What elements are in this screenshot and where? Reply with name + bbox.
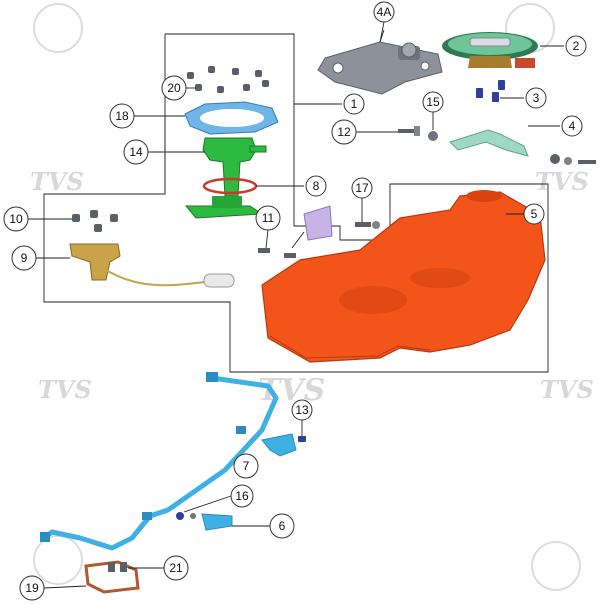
bolts-11: [258, 231, 305, 258]
callout-3: 3: [525, 87, 547, 109]
fuel-level-sensor-9: [69, 243, 235, 288]
svg-text:7: 7: [243, 459, 250, 473]
callout-19: 19: [19, 575, 45, 601]
svg-text:11: 11: [262, 211, 275, 225]
callout-15: 15: [422, 91, 444, 113]
callout-17: 17: [351, 177, 373, 199]
callout-11: 11: [255, 205, 281, 231]
svg-text:2: 2: [573, 39, 580, 53]
clip-bracket-17: [303, 205, 380, 241]
nut-16: [176, 512, 196, 520]
clamp-13: [261, 433, 306, 457]
callout-10: 10: [3, 206, 29, 232]
bracket-plate-4a: [317, 29, 443, 95]
screws-20: [187, 66, 269, 93]
svg-text:20: 20: [167, 81, 181, 95]
watermark-tvs-4: TVS: [540, 375, 594, 404]
fuel-tank-5: [261, 190, 546, 363]
svg-text:19: 19: [25, 581, 39, 595]
bolts-3: [476, 80, 505, 102]
callout-14: 14: [123, 139, 149, 165]
washer-15: [428, 131, 438, 141]
callout-18: 18: [109, 103, 135, 129]
fuel-cap-2: [442, 32, 538, 68]
callout-6: 6: [269, 513, 295, 539]
svg-text:4: 4: [569, 119, 576, 133]
clamp-19: [84, 560, 140, 594]
callout-7: 7: [233, 453, 259, 479]
bolt-12: [398, 126, 420, 136]
svg-text:18: 18: [115, 109, 129, 123]
callout-4: 4: [561, 115, 583, 137]
svg-text:6: 6: [279, 519, 286, 533]
watermark-group: TVS TVS TVS TVS TVS: [30, 3, 594, 591]
bracket-6: [201, 513, 233, 531]
gasket-18: [184, 101, 279, 135]
svg-text:8: 8: [313, 179, 320, 193]
svg-text:16: 16: [235, 489, 249, 503]
svg-text:1: 1: [351, 97, 358, 111]
svg-text:3: 3: [533, 91, 540, 105]
fuel-pump-14: [184, 137, 267, 219]
callouts: 4A 2 20 1 3 15 18 12 4 14 8 17 10 11 5 9…: [3, 1, 587, 601]
brace-4: [449, 129, 596, 165]
callout-5: 5: [523, 203, 545, 225]
callout-16: 16: [230, 484, 254, 508]
svg-text:14: 14: [129, 145, 143, 159]
svg-text:21: 21: [169, 561, 183, 575]
svg-text:13: 13: [295, 403, 309, 417]
watermark-tvs-3: TVS: [38, 375, 92, 404]
callout-12: 12: [331, 119, 357, 145]
callout-21: 21: [163, 555, 189, 581]
screws-10: [72, 210, 118, 232]
callout-13: 13: [291, 399, 313, 421]
bolts-21: [108, 562, 127, 572]
callout-4a: 4A: [373, 1, 395, 23]
callout-20: 20: [161, 75, 187, 101]
callout-1: 1: [343, 93, 365, 115]
watermark-tvs-2: TVS: [535, 167, 589, 196]
fuel-pipe-7: [40, 372, 279, 551]
callout-2: 2: [565, 35, 587, 57]
callout-8: 8: [305, 175, 327, 197]
svg-text:10: 10: [9, 212, 23, 226]
svg-text:9: 9: [21, 251, 28, 265]
svg-text:4A: 4A: [377, 5, 392, 19]
svg-text:12: 12: [337, 125, 351, 139]
watermark-tvs-1: TVS: [30, 167, 84, 196]
svg-text:15: 15: [426, 95, 440, 109]
svg-text:17: 17: [355, 181, 369, 195]
callout-9: 9: [11, 245, 37, 271]
svg-text:5: 5: [531, 207, 538, 221]
